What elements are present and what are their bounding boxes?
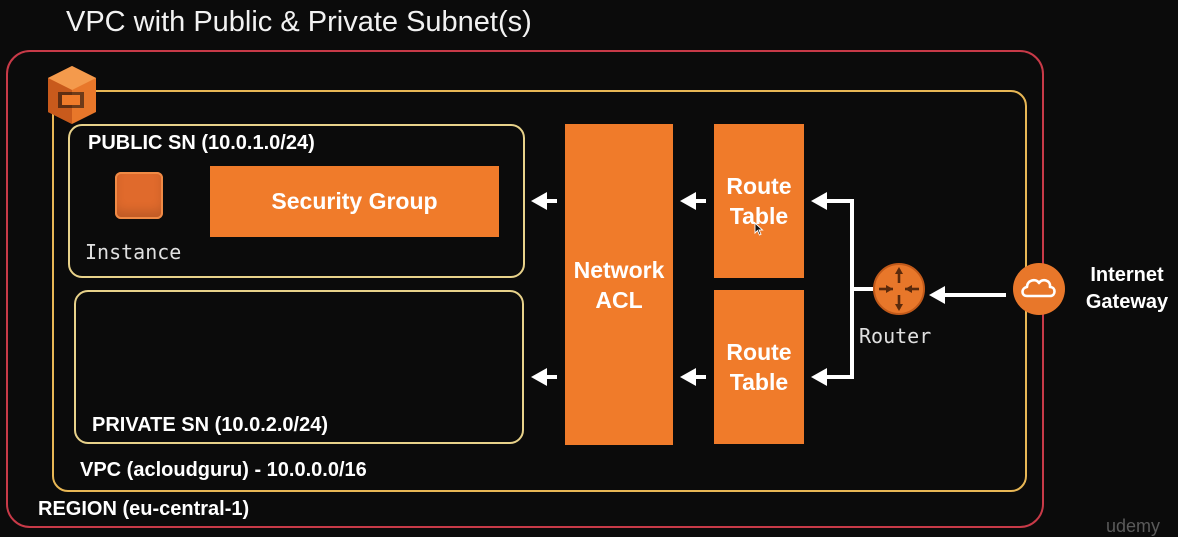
cloud-icon — [1013, 263, 1065, 315]
router-icon — [873, 263, 925, 315]
route-table-label-line2: Table — [729, 203, 789, 229]
security-group-label: Security Group — [271, 188, 438, 214]
route-table-label-line1: Route — [726, 339, 792, 365]
public-subnet — [68, 124, 525, 278]
region-label: REGION (eu-central-1) — [38, 498, 250, 520]
network-acl-label-line2: ACL — [595, 286, 643, 313]
private-subnet-label: PRIVATE SN (10.0.2.0/24) — [92, 414, 329, 436]
instance-icon — [115, 172, 163, 219]
router-fanout-connector — [811, 192, 873, 386]
arrow-left-icon — [680, 368, 706, 386]
diagram-title: VPC with Public & Private Subnet(s) — [66, 6, 532, 38]
internet-gateway-label-line2: Gateway — [1085, 291, 1169, 313]
network-acl-label-line1: Network — [573, 256, 665, 283]
route-table-public: Route Table — [714, 124, 804, 278]
mouse-cursor-icon — [754, 222, 764, 236]
arrow-left-icon — [531, 192, 557, 210]
public-subnet-label: PUBLIC SN (10.0.1.0/24) — [88, 132, 315, 154]
network-acl: Network ACL — [565, 124, 673, 445]
security-group: Security Group — [210, 166, 499, 237]
arrow-left-icon — [531, 368, 557, 386]
internet-gateway-label-line1: Internet — [1090, 264, 1164, 286]
arrow-left-icon — [680, 192, 706, 210]
private-subnet — [74, 290, 524, 444]
vpc-label: VPC (acloudguru) - 10.0.0.0/16 — [80, 459, 367, 481]
instance-label: Instance — [85, 240, 182, 264]
vpc-icon — [48, 66, 96, 124]
watermark: udemy — [1106, 516, 1161, 536]
router-label: Router — [859, 324, 932, 348]
route-table-label-line2: Table — [729, 369, 789, 395]
arrow-left-icon — [929, 286, 1006, 304]
route-table-private: Route Table — [714, 290, 804, 444]
route-table-label-line1: Route — [726, 173, 792, 199]
internet-gateway-label: Internet Gateway — [1078, 262, 1176, 316]
